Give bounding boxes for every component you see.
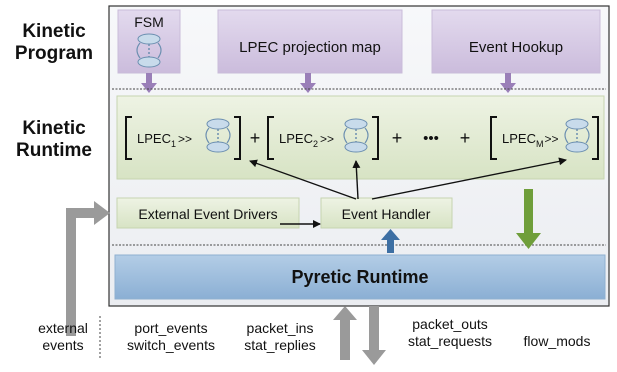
- kinetic-program-line1: Kinetic: [22, 21, 86, 42]
- external-events-arrow: [66, 201, 110, 336]
- switch-events-label: port_events switch_events: [112, 320, 230, 354]
- stat-requests-text: stat_requests: [407, 333, 493, 349]
- lpec-2-label: LPEC2>>: [279, 131, 334, 149]
- ellipsis: •••: [423, 130, 439, 147]
- pyretic-runtime-box: [114, 254, 606, 300]
- program-to-runtime-arrows: [141, 73, 516, 93]
- lpec-band: [116, 95, 605, 180]
- lpec-1-group: LPEC1>>: [125, 116, 241, 160]
- external-event-drivers-box: [116, 197, 300, 229]
- fsm-label: FSM: [134, 14, 164, 30]
- stat-replies-text: stat_replies: [244, 337, 316, 353]
- event-handler-box: [320, 197, 453, 229]
- lpec-projection-label: LPEC projection map: [239, 39, 381, 56]
- green-down-arrow: [516, 189, 541, 249]
- event-handler-to-lpec-arrows: [249, 157, 567, 228]
- external-event-drivers-label: External Event Drivers: [138, 206, 277, 222]
- lpec-1-label: LPEC1>>: [137, 131, 192, 149]
- kinetic-runtime-line2: Runtime: [16, 140, 92, 161]
- lpec-m-group: LPECM>>: [490, 116, 599, 160]
- plus-3: +: [460, 128, 471, 148]
- blue-up-arrow: [381, 229, 400, 253]
- packet-outs-text: packet_outs: [412, 316, 488, 332]
- switch-events-text: switch_events: [127, 337, 215, 353]
- flow-mods-label: flow_mods: [523, 333, 591, 349]
- external-events-line2: events: [42, 337, 84, 353]
- kinetic-program-label: Kinetic Program: [4, 21, 104, 65]
- lpec-projection-box: [217, 9, 403, 74]
- lpec-m-label: LPECM>>: [502, 131, 558, 149]
- event-hookup-box: [431, 9, 601, 74]
- event-handler-label: Event Handler: [342, 206, 431, 222]
- kinetic-runtime-line1: Kinetic: [22, 118, 86, 139]
- packet-ins-label: packet_ins stat_replies: [232, 320, 328, 354]
- external-events-label: external events: [30, 320, 96, 354]
- pyretic-io-arrows: [333, 306, 386, 365]
- kinetic-runtime-label: Kinetic Runtime: [4, 118, 104, 162]
- kinetic-program-line2: Program: [14, 43, 94, 64]
- plus-2: +: [392, 128, 403, 148]
- port-events-text: port_events: [134, 320, 208, 336]
- packet-ins-text: packet_ins: [246, 320, 314, 336]
- plus-1: +: [250, 128, 261, 148]
- lpec-2-group: LPEC2>>: [267, 116, 379, 160]
- pyretic-runtime-label: Pyretic Runtime: [291, 267, 428, 287]
- external-events-line1: external: [38, 320, 88, 336]
- event-hookup-label: Event Hookup: [469, 39, 563, 56]
- packet-outs-label: packet_outs stat_requests: [392, 316, 508, 350]
